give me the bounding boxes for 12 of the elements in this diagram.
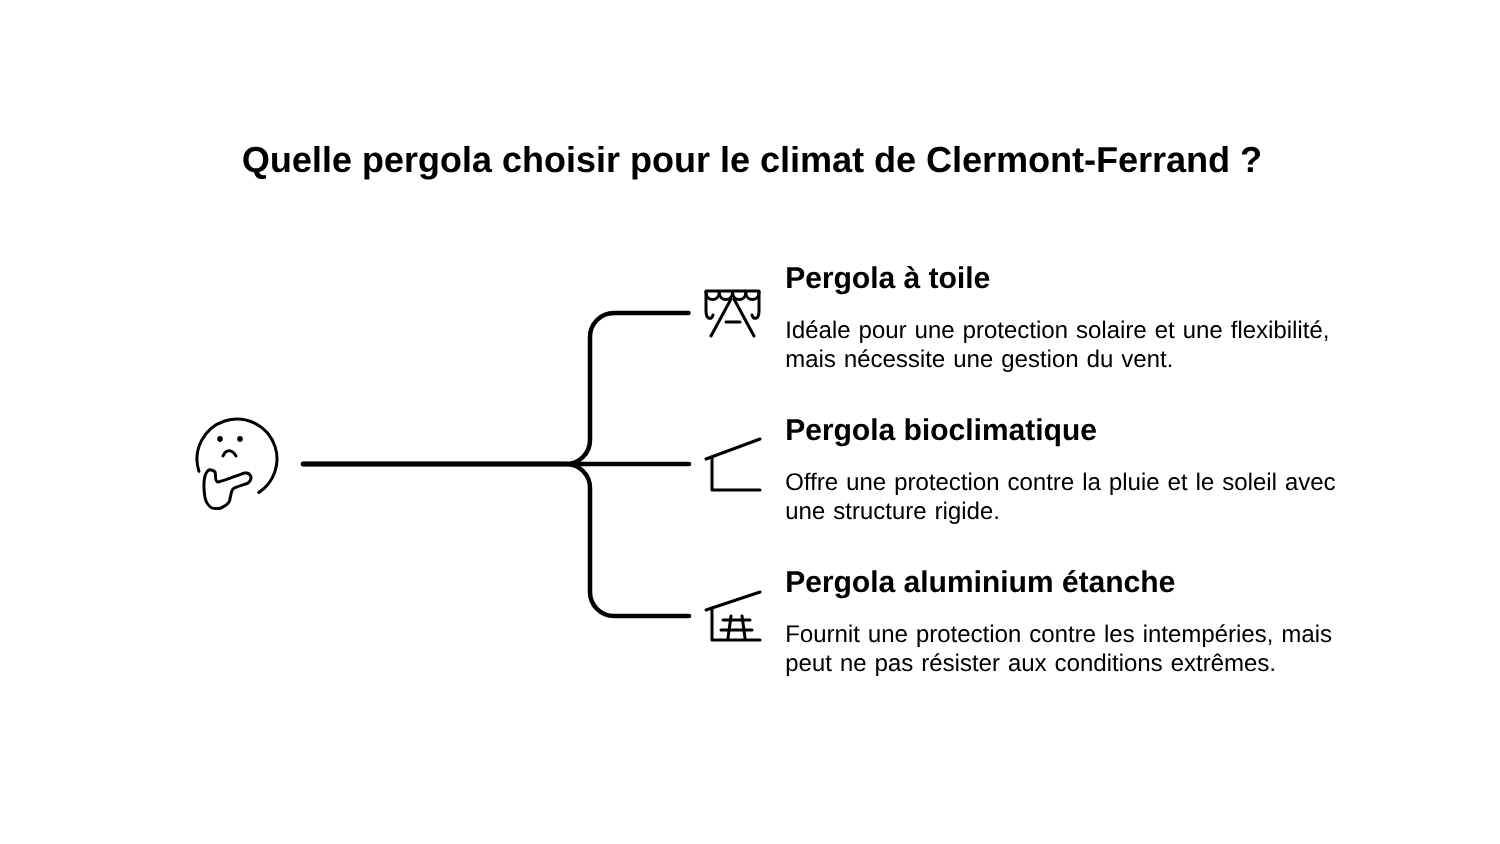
title: Quelle pergola choisir pour le climat de Clermont-Ferrand ? xyxy=(243,145,1261,180)
option-heading: Pergola à toile xyxy=(787,266,990,295)
option-heading: Pergola bioclimatique xyxy=(787,418,1096,447)
option-description: Idéale pour une protection solaire et une flexibilité, mais nécessite une gestion du vent. xyxy=(786,320,1328,372)
awning-icon xyxy=(704,289,761,338)
thinking-face-icon xyxy=(195,417,279,511)
option-description: Offre une protection contre la pluie et le soleil avec une structure rigide. xyxy=(786,472,1335,524)
option-description: Fournit une protection contre les intempéries, mais peut ne pas résister aux conditions extrêmes. xyxy=(786,624,1332,676)
connector-line xyxy=(300,461,692,619)
option-heading: Pergola aluminium étanche xyxy=(787,570,1175,599)
shed-icon xyxy=(704,437,762,492)
picnic-shelter-icon xyxy=(704,590,762,642)
